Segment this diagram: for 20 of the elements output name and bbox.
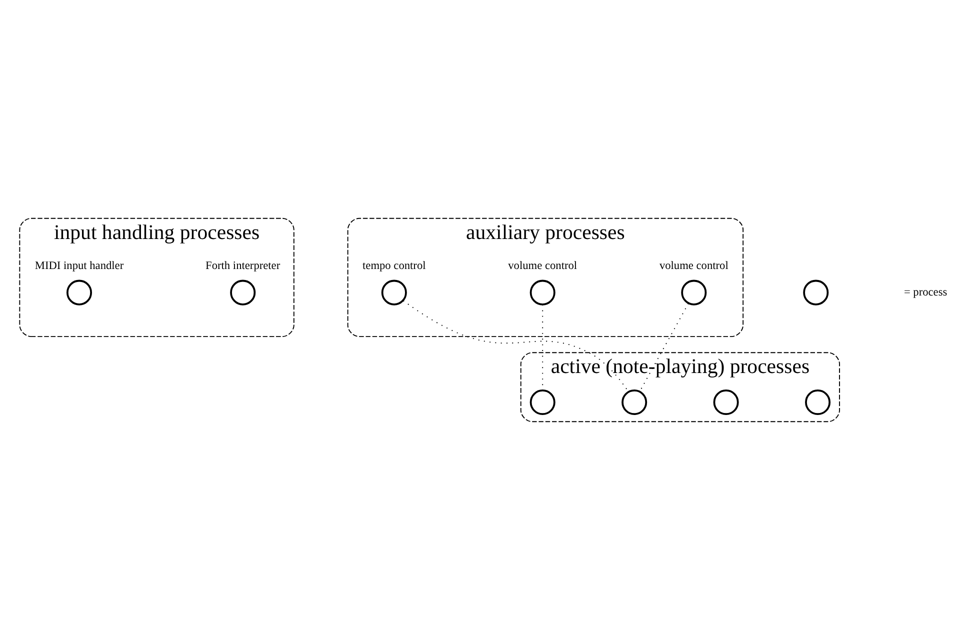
node-circle [713,389,739,415]
connector [542,304,544,390]
node-circle [530,389,556,415]
node-label: Forth interpreter [206,260,280,272]
node-label: tempo control [362,260,426,272]
node-circle [381,279,407,305]
cluster: active (note-playing) processes [520,352,840,422]
node-circle [230,279,256,305]
node-circle [681,279,707,305]
node-label: MIDI input handler [34,260,124,272]
label: = process [904,286,948,298]
node-circle [530,279,556,305]
node-circle [66,279,92,305]
connector [639,302,689,392]
connector [402,300,629,392]
node-circle [622,389,648,415]
node-circle [803,279,829,305]
node-label: volume control [659,260,728,272]
node-circle [805,389,831,415]
node-label: volume control [508,260,578,272]
